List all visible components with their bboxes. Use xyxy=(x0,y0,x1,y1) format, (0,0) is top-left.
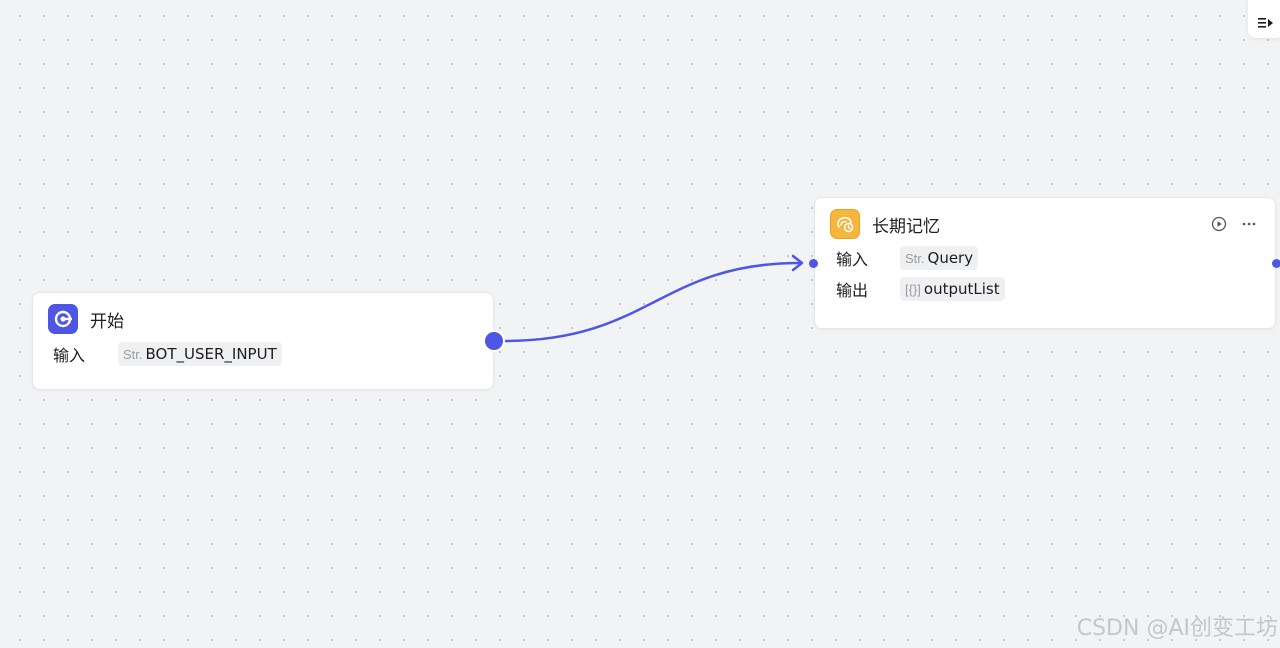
memory-input-row: 输入 Str. Query xyxy=(815,246,1275,270)
watermark: CSDN @AI创变工坊 xyxy=(1076,616,1278,641)
memory-node-actions xyxy=(1211,216,1257,232)
variable-name: outputList xyxy=(923,280,1000,298)
memory-input-port[interactable] xyxy=(809,259,818,268)
memory-output-tag: [{}] outputList xyxy=(900,277,1005,301)
start-node[interactable]: 开始 输入 Str. BOT_USER_INPUT xyxy=(32,292,494,390)
more-horizontal-icon[interactable] xyxy=(1241,216,1257,232)
memory-output-port[interactable] xyxy=(1272,259,1280,268)
variable-name: Query xyxy=(927,249,974,267)
panel-toggle-button[interactable] xyxy=(1248,0,1280,38)
start-input-label: 输入 xyxy=(53,346,86,365)
collapse-panel-icon xyxy=(1258,18,1273,28)
memory-icon xyxy=(830,209,860,239)
memory-node[interactable]: 长期记忆 输入 Str. Query 输出 xyxy=(814,197,1276,329)
start-output-port[interactable] xyxy=(483,330,505,352)
start-input-row: 输入 Str. BOT_USER_INPUT xyxy=(33,342,493,366)
memory-input-label: 输入 xyxy=(836,250,869,269)
variable-name: BOT_USER_INPUT xyxy=(145,345,277,363)
memory-input-tag: Str. Query xyxy=(900,246,979,270)
memory-node-title: 长期记忆 xyxy=(872,216,940,237)
play-circle-icon[interactable] xyxy=(1211,216,1227,232)
start-node-title: 开始 xyxy=(90,311,124,332)
memory-node-header: 长期记忆 xyxy=(815,198,1275,239)
type-prefix: Str. xyxy=(905,250,925,266)
memory-output-label: 输出 xyxy=(836,281,869,300)
start-icon xyxy=(48,304,78,334)
type-prefix: Str. xyxy=(123,346,143,362)
type-prefix: [{}] xyxy=(905,281,921,297)
memory-output-row: 输出 [{}] outputList xyxy=(815,277,1275,301)
start-node-header: 开始 xyxy=(33,293,493,334)
start-input-tag: Str. BOT_USER_INPUT xyxy=(118,342,282,366)
